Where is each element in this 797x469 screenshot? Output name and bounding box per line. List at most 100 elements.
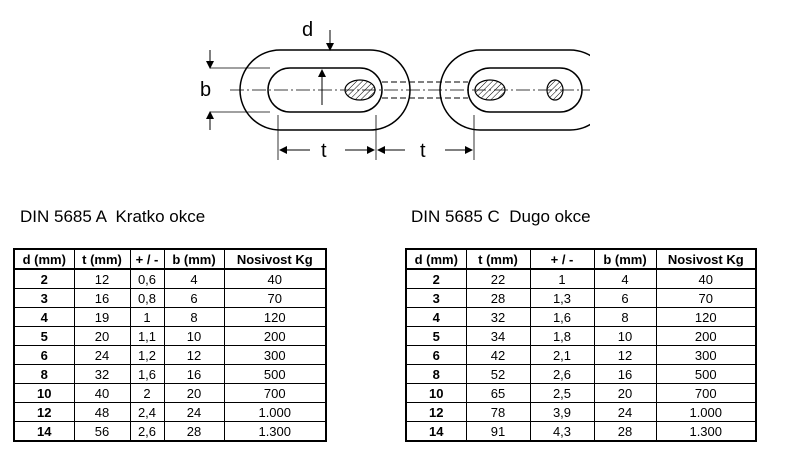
table-cell: 12 bbox=[13, 402, 75, 422]
table-cell: 1,6 bbox=[529, 307, 595, 327]
table-cell: 40 bbox=[223, 268, 327, 289]
column-header: + / - bbox=[529, 248, 595, 270]
table-cell: 8 bbox=[13, 364, 75, 384]
table-cell: 500 bbox=[223, 364, 327, 384]
table-cell: 2,5 bbox=[529, 383, 595, 403]
table-cell: 2,1 bbox=[529, 345, 595, 365]
table-cell: 28 bbox=[593, 421, 657, 442]
table-cell: 500 bbox=[655, 364, 757, 384]
table-cell: 28 bbox=[163, 421, 225, 442]
table-cell: 8 bbox=[593, 307, 657, 327]
column-header: Nosivost Kg bbox=[223, 248, 327, 270]
table-cell: 1,2 bbox=[129, 345, 165, 365]
table-cell: 2 bbox=[13, 268, 75, 289]
table-cell: 5 bbox=[405, 326, 467, 346]
table-cell: 700 bbox=[655, 383, 757, 403]
table-cell: 28 bbox=[465, 288, 531, 308]
table-cell: 10 bbox=[163, 326, 225, 346]
table-cell: 12 bbox=[593, 345, 657, 365]
table-cell: 24 bbox=[73, 345, 131, 365]
table-cell: 78 bbox=[465, 402, 531, 422]
table-cell: 48 bbox=[73, 402, 131, 422]
chain-link-diagram: b d t t bbox=[200, 19, 590, 162]
table-cell: 6 bbox=[163, 288, 225, 308]
table-cell: 300 bbox=[655, 345, 757, 365]
table-cell: 20 bbox=[73, 326, 131, 346]
table-cell: 24 bbox=[163, 402, 225, 422]
table-cell: 56 bbox=[73, 421, 131, 442]
table-cell: 40 bbox=[655, 268, 757, 289]
table-cell: 700 bbox=[223, 383, 327, 403]
table-cell: 8 bbox=[405, 364, 467, 384]
table-cell: 10 bbox=[405, 383, 467, 403]
column-header: Nosivost Kg bbox=[655, 248, 757, 270]
table-cell: 3 bbox=[13, 288, 75, 308]
table-cell: 40 bbox=[73, 383, 131, 403]
table-cell: 1.300 bbox=[223, 421, 327, 442]
table-cell: 4 bbox=[163, 268, 225, 289]
table-cell: 2,6 bbox=[529, 364, 595, 384]
table-cell: 4 bbox=[13, 307, 75, 327]
table-cell: 1 bbox=[529, 268, 595, 289]
table-cell: 1.300 bbox=[655, 421, 757, 442]
label-b: b bbox=[200, 79, 211, 101]
table-cell: 3,9 bbox=[529, 402, 595, 422]
table-cell: 70 bbox=[655, 288, 757, 308]
column-header: d (mm) bbox=[405, 248, 467, 270]
table-cell: 1.000 bbox=[223, 402, 327, 422]
table-cell: 0,6 bbox=[129, 268, 165, 289]
table-cell: 32 bbox=[465, 307, 531, 327]
table-cell: 1 bbox=[129, 307, 165, 327]
table-cell: 12 bbox=[163, 345, 225, 365]
table-cell: 16 bbox=[163, 364, 225, 384]
table-cell: 2 bbox=[405, 268, 467, 289]
table-cell: 14 bbox=[405, 421, 467, 442]
table-cell: 2,6 bbox=[129, 421, 165, 442]
table-cell: 2,4 bbox=[129, 402, 165, 422]
table-cell: 70 bbox=[223, 288, 327, 308]
table-cell: 200 bbox=[655, 326, 757, 346]
table-cell: 4,3 bbox=[529, 421, 595, 442]
table-cell: 16 bbox=[593, 364, 657, 384]
table-cell: 42 bbox=[465, 345, 531, 365]
label-t-1: t bbox=[321, 140, 327, 162]
link-1-inner bbox=[267, 67, 383, 113]
section-c-title: DIN 5685 C Dugo okce bbox=[411, 207, 591, 226]
table-cell: 5 bbox=[13, 326, 75, 346]
table-cell: 10 bbox=[593, 326, 657, 346]
table-header-row: d (mm)t (mm)+ / -b (mm)Nosivost Kg bbox=[405, 248, 757, 270]
column-header: t (mm) bbox=[73, 248, 131, 270]
column-header: b (mm) bbox=[593, 248, 657, 270]
table-cell: 12 bbox=[405, 402, 467, 422]
table-cell: 19 bbox=[73, 307, 131, 327]
table-cell: 4 bbox=[405, 307, 467, 327]
table-cell: 12 bbox=[73, 268, 131, 289]
table-cell: 6 bbox=[593, 288, 657, 308]
table-cell: 1,1 bbox=[129, 326, 165, 346]
table-cell: 120 bbox=[655, 307, 757, 327]
table-cell: 10 bbox=[13, 383, 75, 403]
column-header: d (mm) bbox=[13, 248, 75, 270]
table-cell: 20 bbox=[163, 383, 225, 403]
table-cell: 3 bbox=[405, 288, 467, 308]
label-t-2: t bbox=[420, 140, 426, 162]
